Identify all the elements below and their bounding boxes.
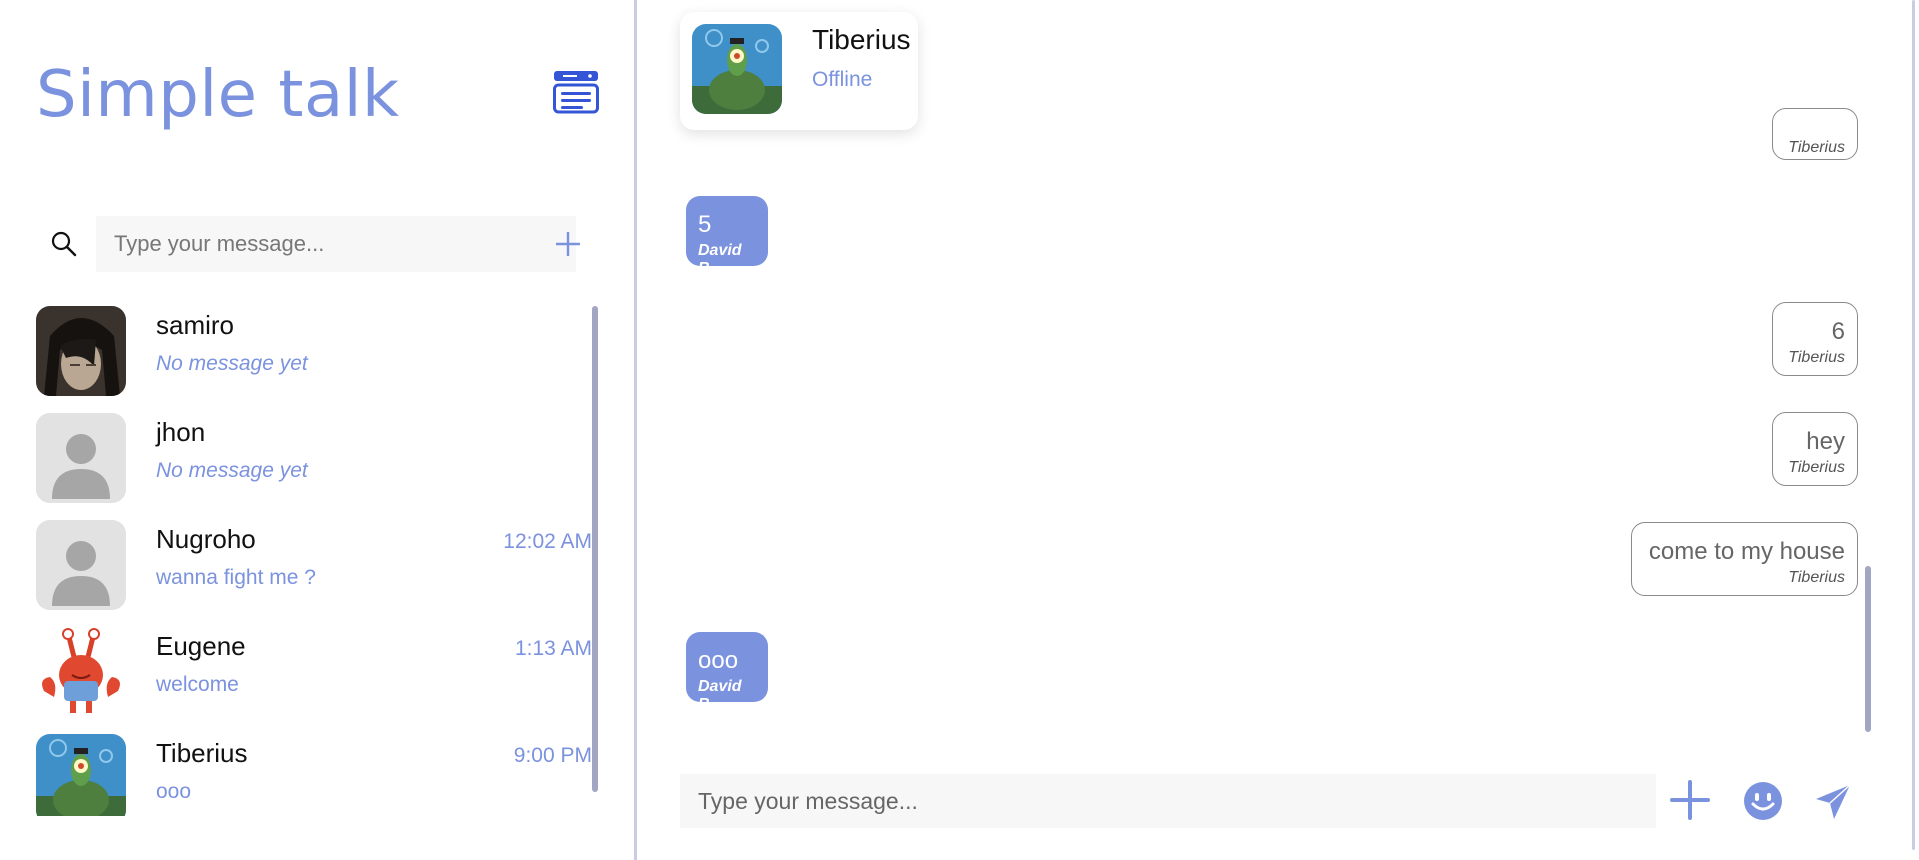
contact-name: Eugene [156,631,246,661]
avatar-crab-character [36,627,126,717]
contact-last-message: No message yet [156,459,308,482]
attach-plus-icon[interactable] [1670,780,1710,820]
message-bubble-sent: 5 David B [686,196,768,277]
message-text: hey [1806,428,1845,455]
avatar-default-user-icon [36,520,126,610]
message-input[interactable] [680,774,1656,828]
sidebar: Simple talk [0,0,634,860]
avatar-default-user-icon [36,413,126,503]
chat-scrollbar[interactable] [1865,566,1871,732]
chat-contact-name: Tiberius [812,24,911,55]
contact-time: 12:02 AM [503,530,592,553]
contact-last-message: wanna fight me ? [156,566,316,589]
message-bubble-sent: ooo David B [686,632,768,713]
message-bubble-received: come to my house Tiberius [1631,522,1858,596]
contact-item[interactable]: jhon No message yet [36,411,592,518]
contact-last-message: ooo [156,780,192,803]
search-icon[interactable] [50,230,78,258]
contact-item[interactable]: Nugroho wanna fight me ? 12:02 AM [36,518,592,625]
search-input[interactable] [96,216,576,272]
message-bubble-received: Tiberius [1772,108,1858,160]
chat-avatar-plankton-character [692,24,782,114]
emoji-smiley-icon[interactable] [1743,781,1783,821]
contact-item[interactable]: samiro No message yet [36,304,592,411]
send-paper-plane-icon[interactable] [1814,783,1852,821]
contact-last-message: No message yet [156,352,308,375]
contact-search-bar [36,216,606,272]
message-text: come to my house [1648,538,1845,565]
contact-last-message: welcome [156,673,239,696]
window-edge [1912,0,1915,850]
message-bubble-received: hey Tiberius [1772,412,1858,486]
message-text: 6 [1831,318,1845,345]
message-text: 5 [698,211,712,238]
message-bubble-received: 6 Tiberius [1772,302,1858,376]
message-author: Tiberius [1788,569,1845,586]
contact-item[interactable]: Eugene welcome 1:13 AM [36,625,592,732]
message-author: Tiberius [1788,139,1845,156]
chat-header: Tiberius Offline [680,12,918,130]
contact-name: Tiberius [156,738,248,768]
contact-time: 9:00 PM [513,744,592,767]
avatar-plankton-character [36,734,126,816]
contact-item[interactable]: Tiberius ooo 9:00 PM [36,732,592,816]
contact-name: Nugroho [156,524,256,554]
contact-name: samiro [156,310,235,340]
message-author: David B [698,678,742,713]
panel-divider [634,0,637,860]
message-text: ooo [698,647,739,674]
message-author: David B [698,242,742,277]
message-author: Tiberius [1788,349,1845,366]
avatar-dark-hair-portrait [36,306,126,396]
contact-list: samiro No message yet jhon No message ye… [36,304,592,816]
contact-name: jhon [156,417,206,447]
message-author: Tiberius [1788,459,1845,476]
contact-list-scrollbar[interactable] [592,306,598,792]
chat-contact-status: Offline [812,68,873,91]
menu-icon[interactable] [553,70,599,114]
contact-time: 1:13 AM [514,637,592,660]
add-contact-plus-icon[interactable] [552,228,584,260]
app-title: Simple talk [36,58,400,132]
